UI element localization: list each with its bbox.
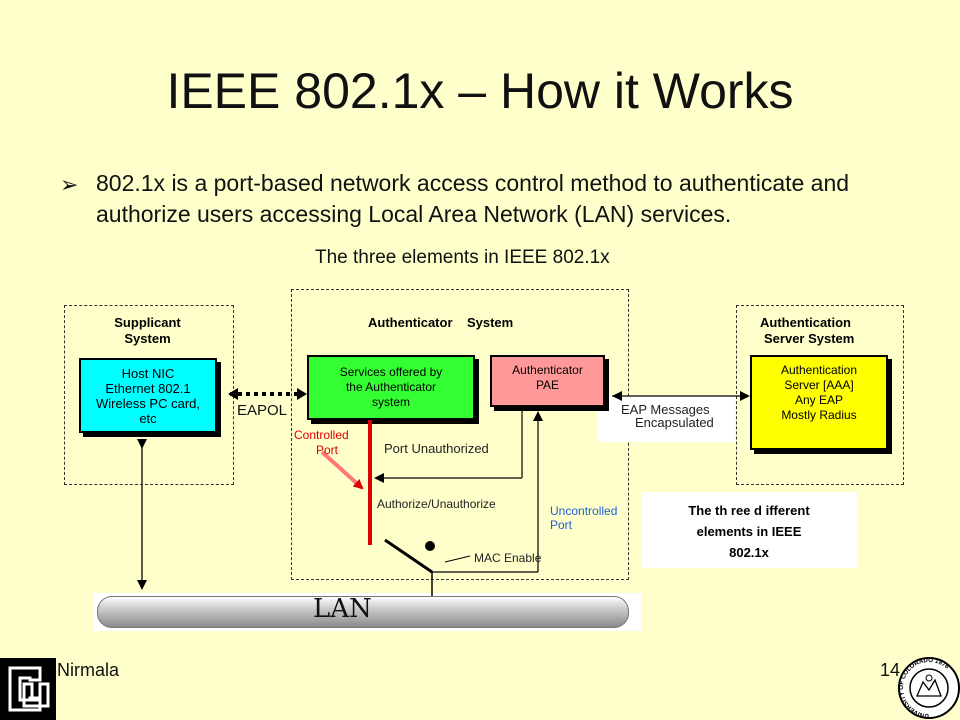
auth-server-line1: Authentication [780, 363, 858, 377]
pae-line2: PAE [535, 378, 560, 392]
eapol-arrow-right-icon [297, 388, 307, 400]
auth-server-header-line1: Authentication [760, 315, 851, 330]
port-unauthorized-label: Port Unauthorized [384, 441, 489, 456]
cu-logo-icon [0, 658, 56, 720]
eap-messages-background [597, 396, 735, 442]
controlled-port-label: Controlled Port [294, 428, 349, 458]
authorize-unauthorize-label: Authorize/Unauthorize [377, 497, 496, 511]
note-line2: elements in IEEE [696, 524, 802, 539]
auth-server-system-container [736, 305, 904, 485]
note-line3: 802.1x [729, 545, 769, 560]
auth-server-box: Authentication Server [AAA] Any EAP Most… [750, 355, 888, 450]
services-line2: the Authenticator [345, 380, 437, 394]
lan-label: LAN [313, 594, 372, 624]
diagram-caption: The three elements in IEEE 802.1x [315, 247, 610, 268]
eap-messages-line2: Encapsulated [635, 415, 714, 430]
slide-title: IEEE 802.1x – How it Works [166, 63, 794, 119]
uncontrolled-port-label: Uncontrolled Port [550, 504, 617, 532]
mac-enable-pointer [444, 555, 471, 563]
host-nic-line1: Host NIC [121, 365, 175, 381]
eapol-arrow-left-icon [228, 388, 238, 400]
eap-messages-label: EAP Messages Encapsulated [603, 403, 714, 429]
host-nic-box: Host NIC Ethernet 802.1 Wireless PC card… [79, 358, 217, 433]
pae-line1: Authenticator [512, 363, 583, 377]
bullet-point: ➢ 802.1x is a port-based network access … [60, 168, 920, 230]
switch-contact-dot [425, 541, 435, 551]
supplicant-header-line2: System [124, 331, 171, 346]
eap-arrow-right-icon [740, 391, 750, 401]
lan-cable [97, 596, 629, 628]
supplicant-header: Supplicant System [90, 315, 205, 347]
auth-server-line2: Server [AAA] [784, 378, 854, 392]
controlled-port-arrow [320, 450, 364, 490]
bullet-text: 802.1x is a port-based network access co… [96, 170, 850, 227]
services-line1: Services offered by [339, 365, 443, 379]
eap-arrow-left-icon [612, 391, 622, 401]
eapol-label: EAPOL [237, 402, 288, 419]
bullet-arrow-icon: ➢ [60, 172, 79, 197]
mac-switch [384, 538, 433, 574]
controlled-port-line1: Controlled [294, 428, 349, 442]
services-box: Services offered by the Authenticator sy… [307, 355, 475, 420]
three-elements-note: The th ree d ifferent elements in IEEE 8… [641, 500, 857, 563]
mac-enable-label: MAC Enable [474, 551, 542, 565]
authenticator-pae-box: Authenticator PAE [490, 355, 605, 407]
eap-messages-line1: EAP Messages [621, 402, 710, 417]
host-nic-line2: Ethernet 802.1 [105, 380, 191, 396]
services-line3: system [371, 395, 410, 409]
auth-server-line4: Mostly Radius [781, 408, 857, 422]
university-seal-icon: UNIVERSITY OF COLORADO 1876 [898, 657, 960, 719]
host-nic-line3: Wireless PC card, [95, 395, 201, 411]
auth-server-line3: Any EAP [794, 393, 844, 407]
page-number: 14 [880, 660, 901, 680]
authenticator-header: Authenticator System [368, 315, 514, 330]
uncontrolled-port-line1: Uncontrolled [550, 504, 618, 518]
note-background [641, 492, 857, 568]
footer-author: Nirmala [57, 660, 120, 680]
uncontrolled-port-line2: Port [550, 518, 573, 532]
supplicant-header-line1: Supplicant [114, 315, 181, 330]
auth-server-header: Authentication Server System [748, 315, 888, 347]
auth-server-header-line2: Server System [764, 331, 855, 346]
host-nic-line4: etc [139, 410, 157, 426]
note-line1: The th ree d ifferent [688, 503, 810, 518]
controlled-port-line2: Port [316, 443, 339, 457]
